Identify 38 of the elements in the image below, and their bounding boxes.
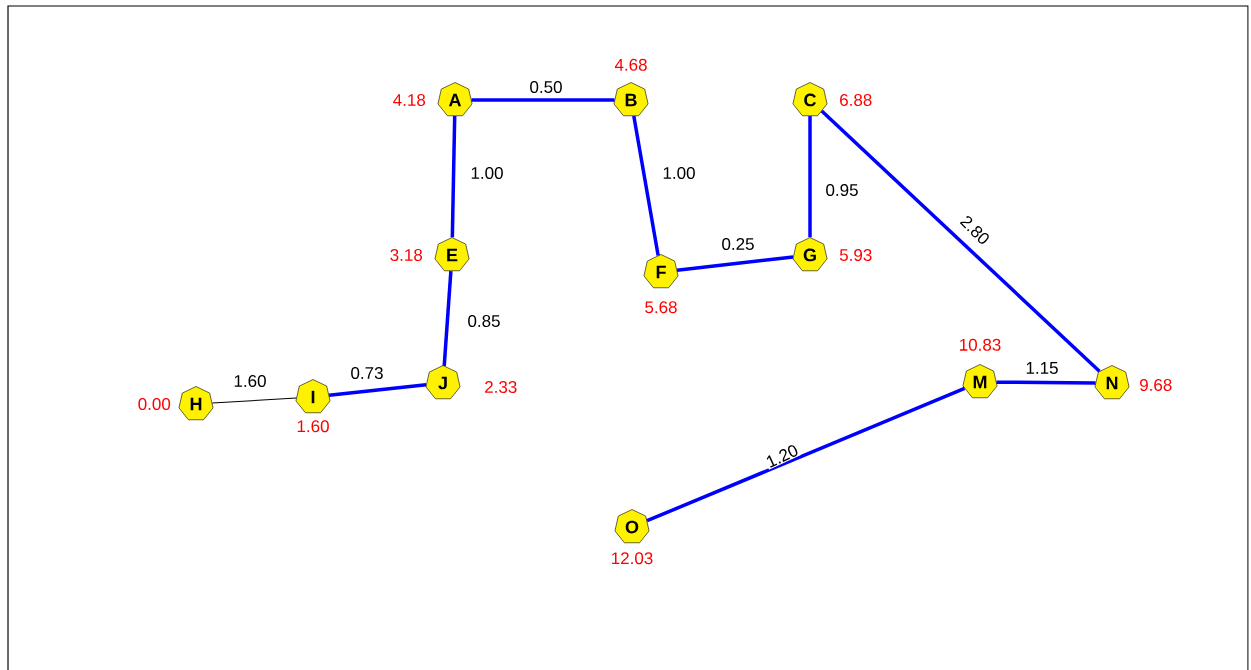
distance-value: 4.68 <box>614 58 647 71</box>
distance-value: 9.68 <box>1140 379 1172 392</box>
vertex-node: O <box>614 509 650 544</box>
vertex-node: E <box>434 237 470 272</box>
edge-line <box>450 116 457 238</box>
distance-value: 5.93 <box>839 249 872 262</box>
vertex-node: A <box>437 82 473 117</box>
edge-label: 2.80 <box>957 212 993 248</box>
vertex-node: J <box>425 365 461 400</box>
edge-line <box>646 386 966 523</box>
edge-label: 1.20 <box>763 442 801 470</box>
edge-line <box>328 383 427 397</box>
vertex-node: B <box>613 82 649 117</box>
edge-label: 1.15 <box>1024 361 1060 375</box>
vertex-node: M <box>962 364 998 399</box>
edge-line <box>211 397 297 404</box>
edge-line <box>442 270 453 366</box>
edge-line <box>820 109 1101 373</box>
vertex-node: N <box>1094 365 1130 400</box>
edge-line <box>996 380 1096 385</box>
edge-line <box>471 98 615 102</box>
vertex-node: I <box>295 379 331 414</box>
distance-value: 5.68 <box>645 301 677 314</box>
edge-line <box>676 255 794 272</box>
vertex-node: H <box>178 386 214 421</box>
distance-value: 3.18 <box>390 249 423 262</box>
vertex-node: F <box>643 254 679 289</box>
vertex-node: G <box>792 237 828 272</box>
edge-line <box>808 116 812 238</box>
distance-value: 6.88 <box>840 94 872 107</box>
distance-value: 1.60 <box>297 420 329 433</box>
distance-value: 4.18 <box>393 94 426 107</box>
edge-line <box>632 115 660 256</box>
distance-value: 10.83 <box>960 338 1001 351</box>
distance-value: 0.00 <box>138 398 171 411</box>
vertex-node: C <box>792 82 828 117</box>
distance-value: 2.33 <box>485 381 517 394</box>
distance-value: 12.03 <box>612 552 653 565</box>
